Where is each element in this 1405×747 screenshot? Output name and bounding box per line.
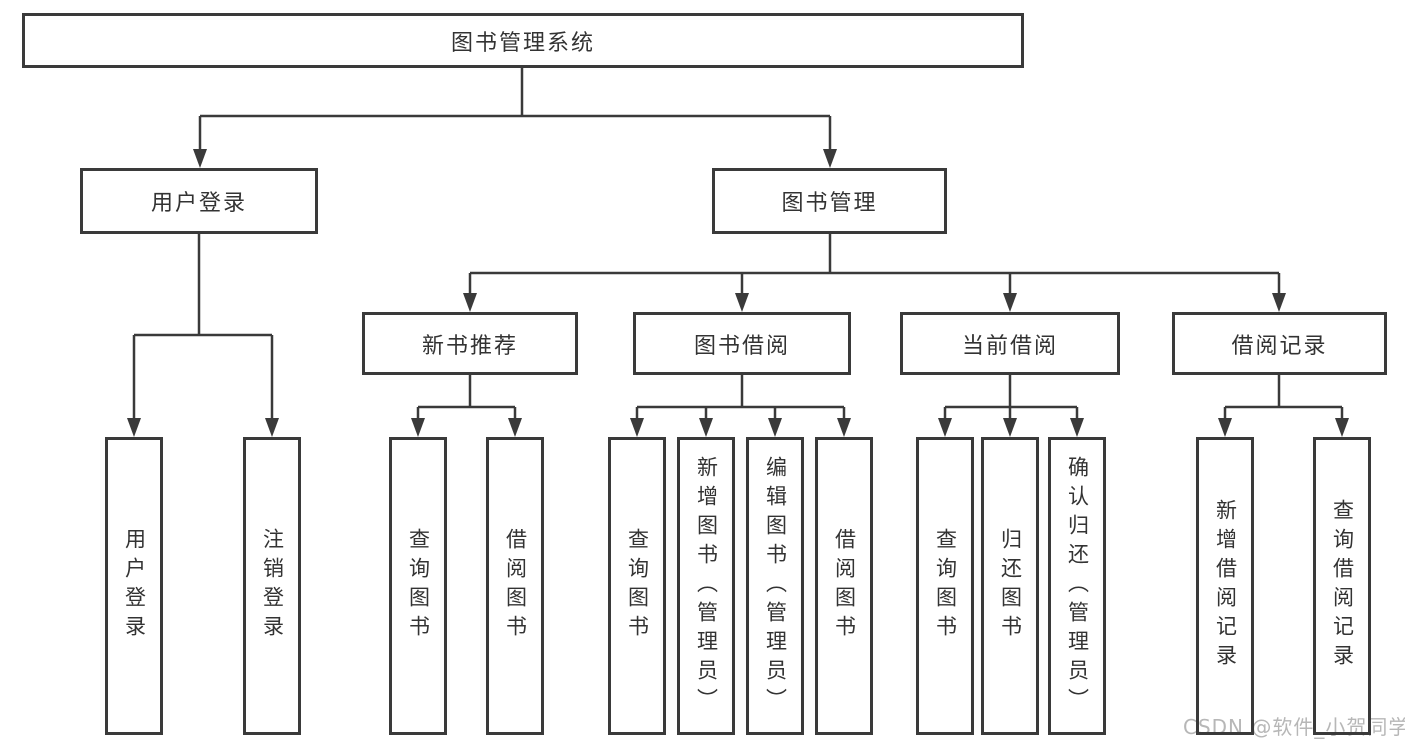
leaf-query-books-current: 查询图书 [916, 437, 974, 735]
node-new-book-recommend: 新书推荐 [362, 312, 578, 375]
node-user-login: 用户登录 [80, 168, 318, 234]
leaf-edit-book-admin: 编辑图书（管理员） [746, 437, 804, 735]
leaf-query-books-recommend: 查询图书 [389, 437, 447, 735]
leaf-borrow-books-recommend: 借阅图书 [486, 437, 544, 735]
leaf-query-borrow-record: 查询借阅记录 [1313, 437, 1371, 735]
node-library-system: 图书管理系统 [22, 13, 1024, 68]
leaf-add-borrow-record: 新增借阅记录 [1196, 437, 1254, 735]
leaf-user-login: 用户登录 [105, 437, 163, 735]
node-borrow-records: 借阅记录 [1172, 312, 1387, 375]
leaf-query-books-borrow: 查询图书 [608, 437, 666, 735]
leaf-borrow-books-borrow: 借阅图书 [815, 437, 873, 735]
leaf-add-book-admin: 新增图书（管理员） [677, 437, 735, 735]
node-book-borrow: 图书借阅 [633, 312, 851, 375]
node-book-management: 图书管理 [712, 168, 947, 234]
node-current-borrow: 当前借阅 [900, 312, 1120, 375]
leaf-return-books: 归还图书 [981, 437, 1039, 735]
leaf-logout: 注销登录 [243, 437, 301, 735]
arrowheads [127, 149, 1349, 437]
leaf-confirm-return-admin: 确认归还（管理员） [1048, 437, 1106, 735]
